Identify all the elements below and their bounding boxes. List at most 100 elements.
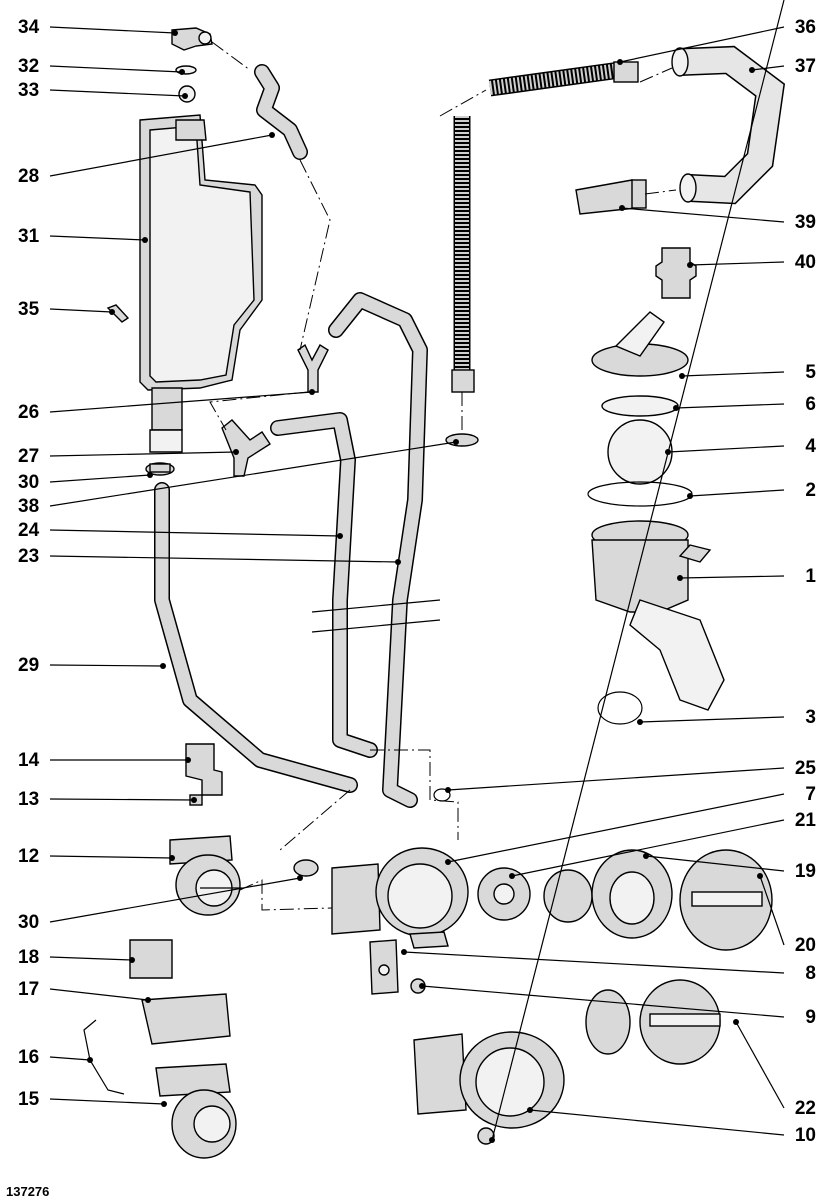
leader-dot-right-20 — [757, 873, 763, 879]
leader-dot-left-28 — [269, 132, 275, 138]
cover-17 — [141, 993, 231, 1045]
leader-line-right-2 — [689, 489, 785, 497]
leader-line-right-5 — [681, 371, 785, 377]
leader-dot-left-27 — [233, 449, 239, 455]
leader-dot-left-14 — [185, 757, 191, 763]
assembly-line-6 — [639, 67, 673, 83]
water-container-31 — [139, 114, 263, 453]
leader-line-right-6 — [675, 403, 785, 409]
callout-label-4: 4 — [805, 436, 816, 457]
leader-line-right-9 — [421, 985, 785, 1018]
callout-label-39: 39 — [795, 212, 816, 233]
callout-label-38: 38 — [18, 496, 39, 517]
callout-label-40: 40 — [795, 252, 816, 273]
leader-dot-left-26 — [309, 389, 315, 395]
callout-label-13: 13 — [18, 789, 39, 810]
callout-label-30: 30 — [18, 912, 39, 933]
callout-label-17: 17 — [18, 979, 39, 1000]
leader-dot-right-6 — [673, 405, 679, 411]
leader-line-right-7 — [447, 793, 785, 863]
leader-line-left-38 — [49, 441, 457, 507]
callout-label-5: 5 — [805, 362, 816, 383]
sump-1 — [591, 520, 725, 711]
assembly-line-7 — [644, 189, 677, 195]
corrugated-hose-36 — [451, 61, 639, 393]
leader-line-right-1 — [679, 575, 785, 579]
callout-label-28: 28 — [18, 166, 39, 187]
callout-label-23: 23 — [18, 546, 39, 567]
nipple-40 — [655, 247, 697, 299]
leader-dot-right-22 — [733, 1019, 739, 1025]
callout-label-20: 20 — [795, 935, 816, 956]
hose-29 — [154, 482, 358, 793]
leader-dot-left-18 — [129, 957, 135, 963]
leader-dot-right-21 — [509, 873, 515, 879]
clamp-38 — [445, 433, 479, 447]
leader-dot-left-24 — [337, 533, 343, 539]
impeller-21 — [477, 867, 531, 921]
leader-line-left-30 — [49, 474, 151, 483]
leader-dot-right-8 — [401, 949, 407, 955]
leader-dot-left-12 — [169, 855, 175, 861]
cap-5 — [591, 311, 689, 377]
leader-dot-right-10 — [527, 1107, 533, 1113]
leader-dot-right-9 — [419, 983, 425, 989]
leader-dot-left-38 — [453, 439, 459, 445]
callout-label-21: 21 — [795, 810, 817, 831]
leader-line-right-11 — [491, 0, 785, 1141]
callout-label-8: 8 — [805, 963, 816, 984]
pump-housing-7 — [331, 847, 469, 949]
hose-28 — [254, 64, 308, 160]
pump-housing-10 — [413, 1031, 565, 1129]
leader-line-right-8 — [403, 951, 785, 974]
leader-dot-left-13 — [191, 797, 197, 803]
callout-label-1: 1 — [805, 566, 816, 587]
leader-line-left-15 — [49, 1098, 165, 1105]
leader-dot-left-23 — [395, 559, 401, 565]
connector-14 — [185, 743, 223, 796]
leader-dot-right-40 — [687, 262, 693, 268]
hose-24 — [270, 412, 378, 758]
leader-dot-right-36 — [617, 59, 623, 65]
leader-dot-right-2 — [687, 493, 693, 499]
leader-line-right-20 — [759, 875, 785, 946]
callout-label-19: 19 — [795, 861, 816, 882]
pump-15 — [155, 1063, 237, 1159]
callout-label-27: 27 — [18, 446, 39, 467]
connector-18 — [129, 939, 173, 979]
leader-dot-left-32 — [179, 69, 185, 75]
leader-dot-left-29 — [160, 663, 166, 669]
leader-line-right-3 — [639, 716, 785, 723]
clamp-ring-2 — [587, 481, 693, 507]
callout-label-10: 10 — [795, 1125, 816, 1146]
cover-20 — [679, 849, 773, 951]
leader-dot-right-19 — [643, 853, 649, 859]
leader-dot-right-37 — [749, 67, 755, 73]
hose-23 — [328, 292, 428, 808]
callout-label-9: 9 — [805, 1007, 816, 1028]
callout-label-32: 32 — [18, 56, 39, 77]
leader-line-right-37 — [751, 65, 785, 71]
break-line-2 — [311, 619, 441, 633]
ring-6 — [601, 395, 679, 417]
reference-number: 137276 — [6, 1184, 49, 1199]
callout-label-11: 11 — [796, 0, 817, 5]
assembly-line-2 — [299, 159, 331, 351]
callout-label-26: 26 — [18, 402, 39, 423]
callout-label-37: 37 — [795, 56, 816, 77]
leader-line-right-19 — [645, 855, 785, 872]
leader-dot-right-5 — [679, 373, 685, 379]
leader-dot-left-34 — [172, 30, 178, 36]
leader-line-left-29 — [49, 664, 164, 667]
assembly-line-1 — [211, 41, 251, 71]
leader-line-left-24 — [49, 529, 341, 537]
callout-label-31: 31 — [18, 226, 40, 247]
drain-pump-12 — [169, 835, 242, 916]
leader-dot-left-17 — [145, 997, 151, 1003]
leader-dot-right-1 — [677, 575, 683, 581]
washer-32 — [175, 65, 197, 75]
leader-dot-left-15 — [161, 1101, 167, 1107]
leader-line-left-32 — [49, 65, 183, 73]
callout-label-34: 34 — [18, 17, 40, 38]
